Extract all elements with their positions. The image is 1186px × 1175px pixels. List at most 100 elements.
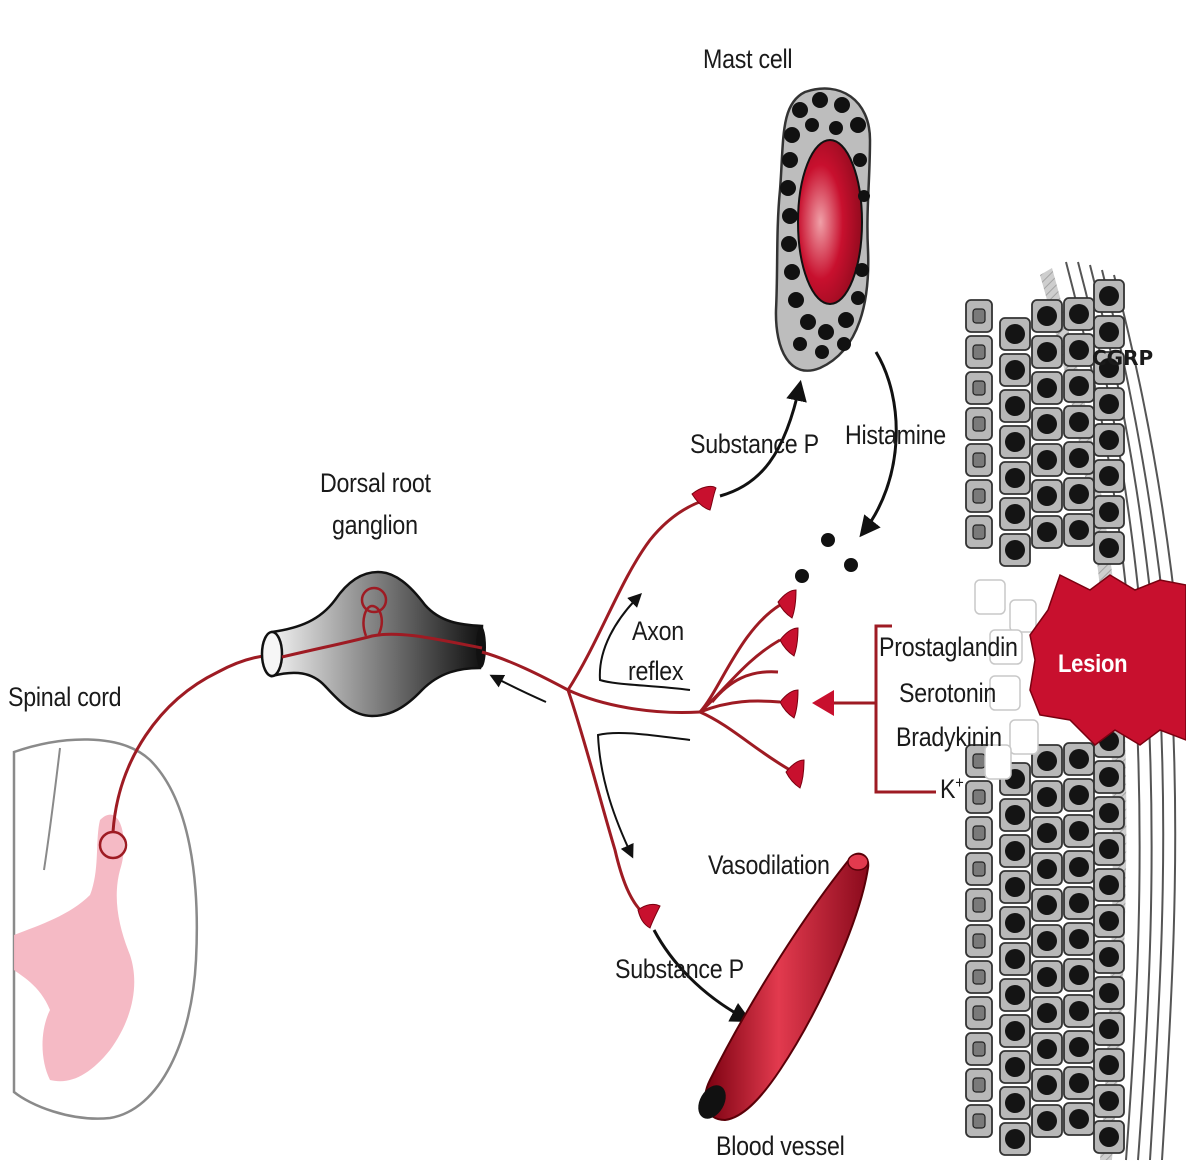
cell-nucleus — [1005, 360, 1025, 380]
cell-nucleus — [1069, 965, 1089, 985]
potassium-symbol: K — [940, 774, 955, 804]
cell-nucleus — [973, 754, 985, 768]
cell-nucleus — [1099, 394, 1119, 414]
cell-nucleus — [1099, 947, 1119, 967]
mast-cell — [776, 89, 870, 371]
cell-nucleus — [1099, 839, 1119, 859]
cell-nucleus — [1037, 378, 1057, 398]
cell-nucleus — [1069, 1037, 1089, 1057]
cell-nucleus — [1037, 1075, 1057, 1095]
cell-nucleus — [1069, 1109, 1089, 1129]
cell-nucleus — [973, 898, 985, 912]
skin-tissue — [966, 262, 1186, 1160]
cell-nucleus — [1037, 306, 1057, 326]
cell-nucleus — [1069, 1001, 1089, 1021]
cell-nucleus — [973, 1114, 985, 1128]
cell-nucleus — [1099, 767, 1119, 787]
cell-nucleus — [973, 1078, 985, 1092]
cell-nucleus — [973, 1042, 985, 1056]
cell-nucleus — [973, 417, 985, 431]
terminal-lesion-4 — [786, 760, 804, 788]
cell-nucleus — [973, 862, 985, 876]
terminal-lesion-3 — [780, 690, 798, 718]
cell-nucleus — [1069, 376, 1089, 396]
cell-nucleus — [1099, 1019, 1119, 1039]
cell-nucleus — [1069, 821, 1089, 841]
terminal-lesion-2 — [780, 628, 798, 656]
cell-nucleus — [1099, 1091, 1119, 1111]
cell-nucleus — [1005, 540, 1025, 560]
substance-p-bottom-label: Substance P — [615, 953, 744, 985]
cell-nucleus — [973, 489, 985, 503]
cell-nucleus — [1037, 931, 1057, 951]
cell-nucleus — [973, 345, 985, 359]
cell-nucleus — [1099, 502, 1119, 522]
cell-nucleus — [1069, 1073, 1089, 1093]
cell-nucleus — [1037, 823, 1057, 843]
cell-nucleus — [1005, 1129, 1025, 1149]
cell-nucleus — [1005, 1057, 1025, 1077]
dorsal-root-ganglion-label-line1: Dorsal root — [320, 467, 431, 499]
cell-nucleus — [1037, 450, 1057, 470]
cell-nucleus — [1037, 1039, 1057, 1059]
cell-nucleus — [1005, 432, 1025, 452]
prostaglandin-label: Prostaglandin — [879, 631, 1018, 663]
dorsal-root-ganglion-label-line2: ganglion — [332, 509, 418, 541]
cell-nucleus — [1005, 985, 1025, 1005]
histamine-granules — [795, 533, 858, 583]
axon-reflex-label-line2: reflex — [628, 655, 683, 687]
cell-nucleus — [973, 525, 985, 539]
terminal-lesion-1 — [778, 590, 796, 618]
cell-nucleus — [1005, 805, 1025, 825]
cell-nucleus — [1037, 859, 1057, 879]
cell-nucleus — [1037, 486, 1057, 506]
cell-nucleus — [1099, 803, 1119, 823]
cell-nucleus — [1005, 396, 1025, 416]
terminal-top — [692, 486, 716, 510]
red-arrowhead-icon — [812, 690, 834, 716]
cell-nucleus — [1099, 1127, 1119, 1147]
dorsal-root-ganglion — [262, 572, 486, 716]
blood-vessel-label: Blood vessel — [716, 1130, 845, 1162]
cell-nucleus — [973, 970, 985, 984]
spinal-cord-label: Spinal cord — [8, 681, 121, 713]
cell-nucleus — [973, 309, 985, 323]
cell-nucleus — [1005, 949, 1025, 969]
cell-nucleus — [1099, 322, 1119, 342]
cell-nucleus — [1099, 286, 1119, 306]
cell-nucleus — [1069, 304, 1089, 324]
cell-nucleus — [1069, 929, 1089, 949]
cell-nucleus — [1037, 342, 1057, 362]
cell-nucleus — [1099, 1055, 1119, 1075]
cell-nucleus — [973, 381, 985, 395]
cell-nucleus — [1069, 749, 1089, 769]
cell-nucleus — [1069, 520, 1089, 540]
cell-nucleus — [1037, 522, 1057, 542]
cell-nucleus — [1005, 913, 1025, 933]
cell-nucleus — [1037, 751, 1057, 771]
cell-nucleus — [1069, 412, 1089, 432]
cell-nucleus — [1099, 983, 1119, 1003]
mast-cell-nucleus — [798, 140, 862, 304]
arrow-orthodromic — [492, 676, 546, 702]
mast-cell-label: Mast cell — [703, 43, 792, 75]
lesion-terminal-branches — [700, 605, 790, 770]
bradykinin-label: Bradykinin — [896, 721, 1002, 753]
cell-nucleus — [973, 934, 985, 948]
substance-p-top-label: Substance P — [690, 428, 819, 460]
cell-nucleus — [1069, 484, 1089, 504]
cell-nucleus — [1037, 414, 1057, 434]
cell-nucleus — [973, 453, 985, 467]
histamine-label: Histamine — [845, 419, 946, 451]
cell-nucleus — [1005, 324, 1025, 344]
cell-nucleus — [973, 826, 985, 840]
serotonin-label: Serotonin — [899, 677, 996, 709]
blood-vessel — [693, 854, 869, 1124]
cell-nucleus — [1005, 877, 1025, 897]
cell-nucleus — [1037, 1003, 1057, 1023]
cell-nucleus — [1069, 857, 1089, 877]
potassium-label: K+ — [940, 767, 964, 805]
lesion-label: Lesion — [1058, 648, 1127, 680]
